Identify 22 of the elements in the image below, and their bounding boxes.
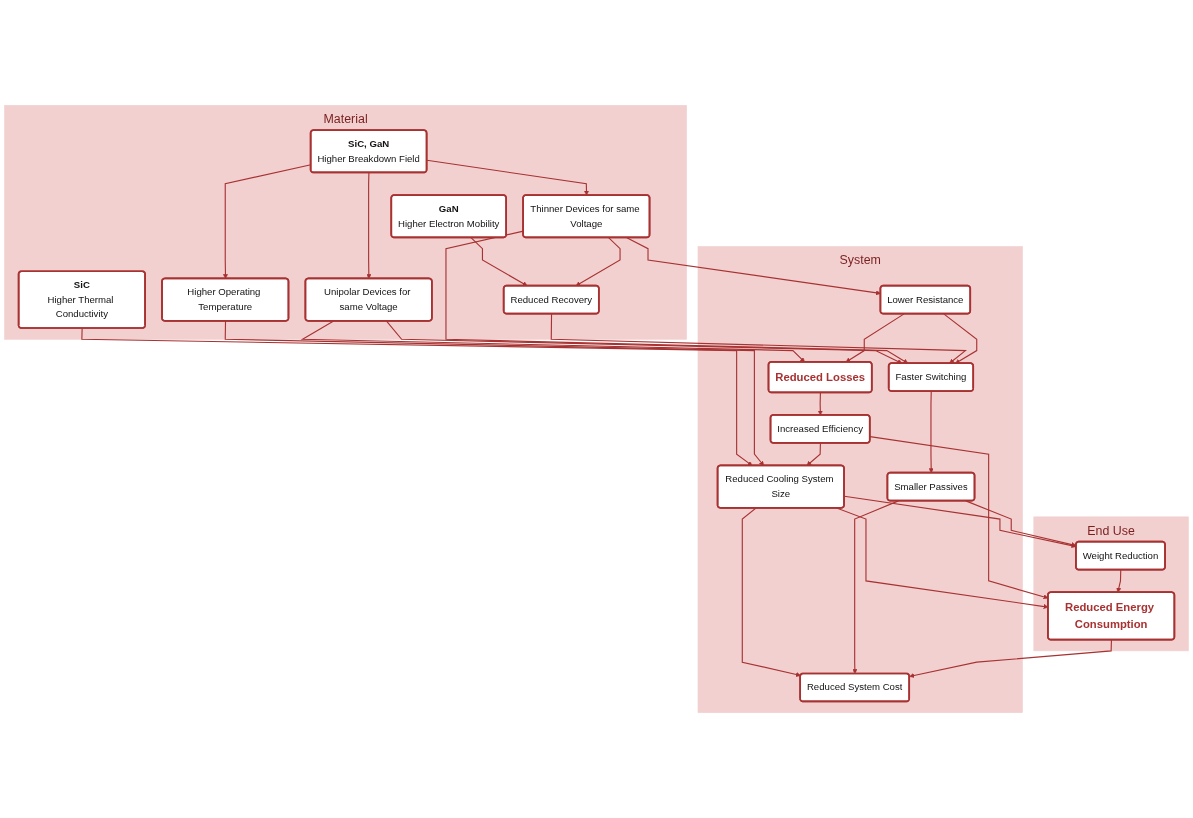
arrow [943, 313, 978, 364]
arrow [852, 500, 899, 674]
arrow [928, 390, 934, 474]
arrow [869, 436, 1049, 600]
arrow [626, 237, 881, 296]
arrow [817, 392, 823, 416]
arrow [550, 313, 967, 364]
arrow [300, 320, 805, 363]
arrow [470, 237, 528, 287]
arrow [445, 230, 909, 364]
arrow [385, 320, 903, 364]
arrow [81, 327, 753, 466]
arrow [575, 237, 621, 287]
arrow [965, 500, 1077, 547]
arrow [1116, 569, 1122, 593]
arrow [224, 320, 765, 466]
arrow [845, 313, 905, 363]
arrow [366, 172, 372, 279]
arrow [806, 442, 821, 466]
arrow [741, 507, 801, 677]
arrow [909, 639, 1112, 678]
arrow [426, 159, 589, 196]
